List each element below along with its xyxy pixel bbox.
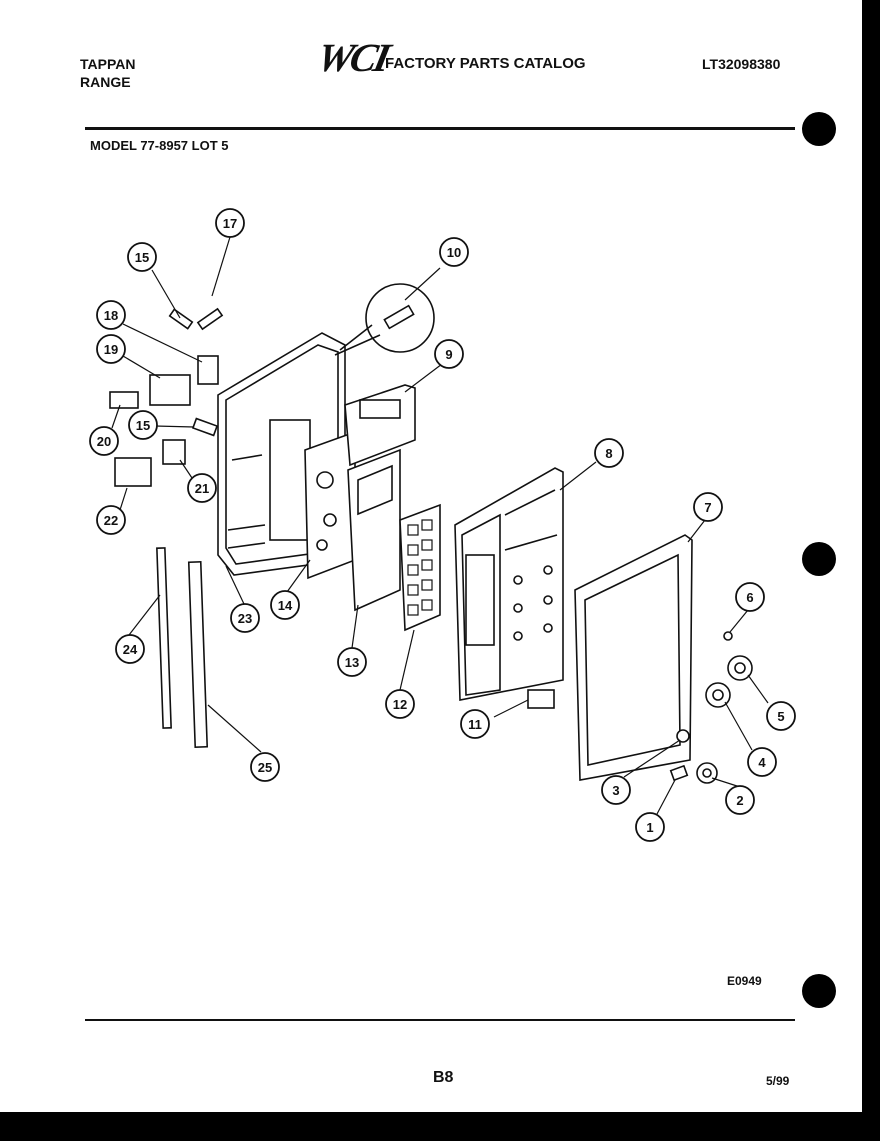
- display-module-part-9: [344, 384, 416, 467]
- callout-14: 14: [278, 598, 293, 613]
- drawing-code: E0949: [727, 974, 762, 988]
- manufacturer-line: TAPPAN: [80, 56, 136, 72]
- callout-7: 7: [704, 500, 711, 515]
- callout-circles: [89, 208, 796, 842]
- callout-11: 11: [468, 717, 482, 732]
- callout-10: 10: [447, 245, 461, 260]
- page-number: B8: [433, 1069, 454, 1086]
- callout-13: 13: [345, 655, 359, 670]
- callout-8: 8: [605, 446, 612, 461]
- callout-1: 1: [646, 820, 653, 835]
- overlay-part-13: [347, 448, 401, 612]
- product-line: RANGE: [80, 74, 131, 90]
- model-line: MODEL 77-8957 LOT 5: [90, 138, 229, 153]
- catalog-number: LT32098380: [702, 56, 781, 72]
- binder-hole-middle: [802, 542, 836, 576]
- callout-2: 2: [736, 793, 743, 808]
- side-strip-part-24: [156, 547, 172, 729]
- callout-25: 25: [258, 760, 272, 775]
- callout-5: 5: [777, 709, 784, 724]
- catalog-title: FACTORY PARTS CATALOG: [385, 55, 586, 72]
- small-parts: [109, 283, 753, 784]
- callout-24: 24: [123, 642, 138, 657]
- callout-21: 21: [195, 481, 209, 496]
- keypad-part-12: [399, 503, 441, 632]
- callout-17: 17: [223, 216, 237, 231]
- leader-lines: [111, 236, 769, 815]
- footer-rule: [85, 1019, 795, 1021]
- callout-12: 12: [393, 697, 407, 712]
- callout-4: 4: [758, 755, 766, 770]
- callout-3: 3: [612, 783, 619, 798]
- side-strip-part-25: [187, 561, 209, 748]
- callout-18: 18: [104, 308, 118, 323]
- callout-labels: 17 15 10 18 19 9 15 20 8 21 7 22 6 14 23…: [97, 216, 785, 835]
- callout-6: 6: [746, 590, 753, 605]
- callout-22: 22: [104, 513, 118, 528]
- binder-hole-bottom: [802, 974, 836, 1008]
- revision-date: 5/99: [766, 1074, 790, 1088]
- callout-15a: 15: [135, 250, 149, 265]
- exploded-parts-diagram: 17 15 10 18 19 9 15 20 8 21 7 22 6 14 23…: [89, 208, 796, 842]
- callout-15b: 15: [136, 418, 150, 433]
- header-rule: [85, 127, 795, 130]
- callout-19: 19: [104, 342, 118, 357]
- front-panel-part-8: [454, 467, 564, 701]
- door-frame-part-7: [574, 534, 693, 781]
- binder-hole-top: [802, 112, 836, 146]
- catalog-page: TAPPAN RANGE WCI FACTORY PARTS CATALOG L…: [0, 0, 862, 1112]
- callout-23: 23: [238, 611, 252, 626]
- callout-9: 9: [445, 347, 452, 362]
- callout-20: 20: [97, 434, 111, 449]
- circuit-board-part-14: [304, 430, 356, 580]
